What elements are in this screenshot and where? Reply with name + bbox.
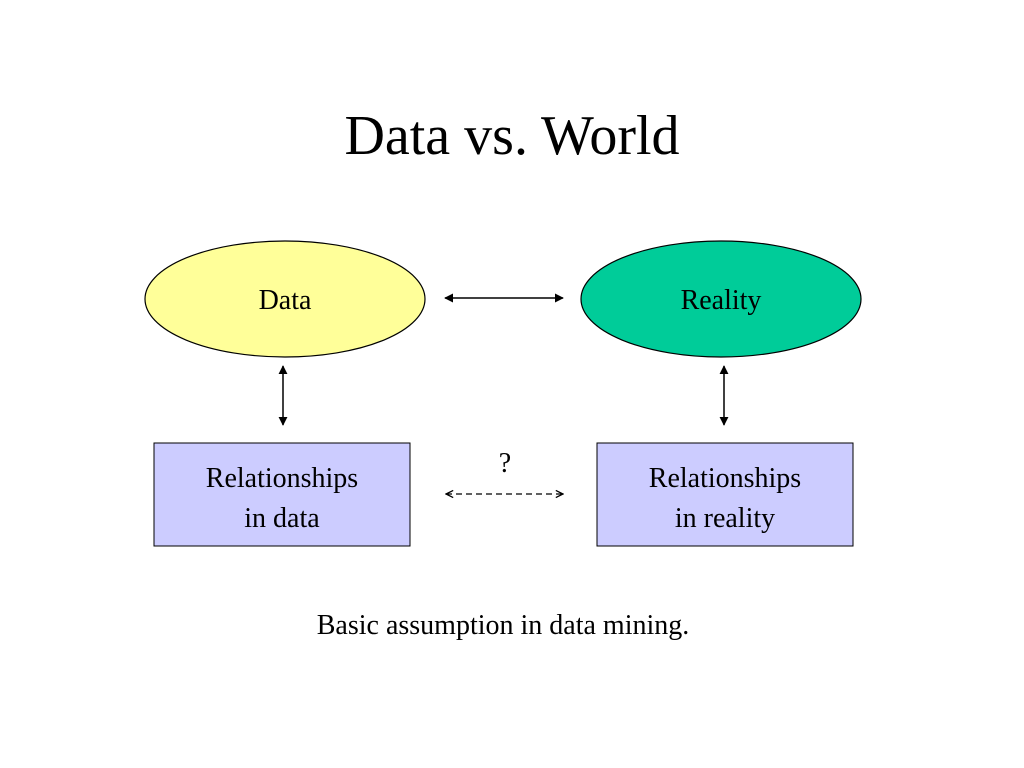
relationships-in-reality-box [596,442,854,547]
relationships-in-reality-node: Relationships in reality [596,442,854,547]
reality-ellipse [580,240,862,358]
caption: Basic assumption in data mining. [316,610,690,641]
relationships-in-data-line1: Relationships [206,463,358,494]
relationships-in-data-box [153,442,411,547]
data-node: Data [144,240,426,358]
question-mark: ? [499,448,511,479]
reality-label: Reality [681,285,762,316]
slide-title: Data vs. World [344,105,680,167]
data-label: Data [259,285,312,316]
relationships-in-reality-line1: Relationships [649,463,801,494]
reality-node: Reality [580,240,862,358]
relationships-in-data-line2: in data [244,503,320,534]
relationships-in-data-node: Relationships in data [153,442,411,547]
relationships-in-reality-line2: in reality [675,503,775,534]
data-ellipse [144,240,426,358]
